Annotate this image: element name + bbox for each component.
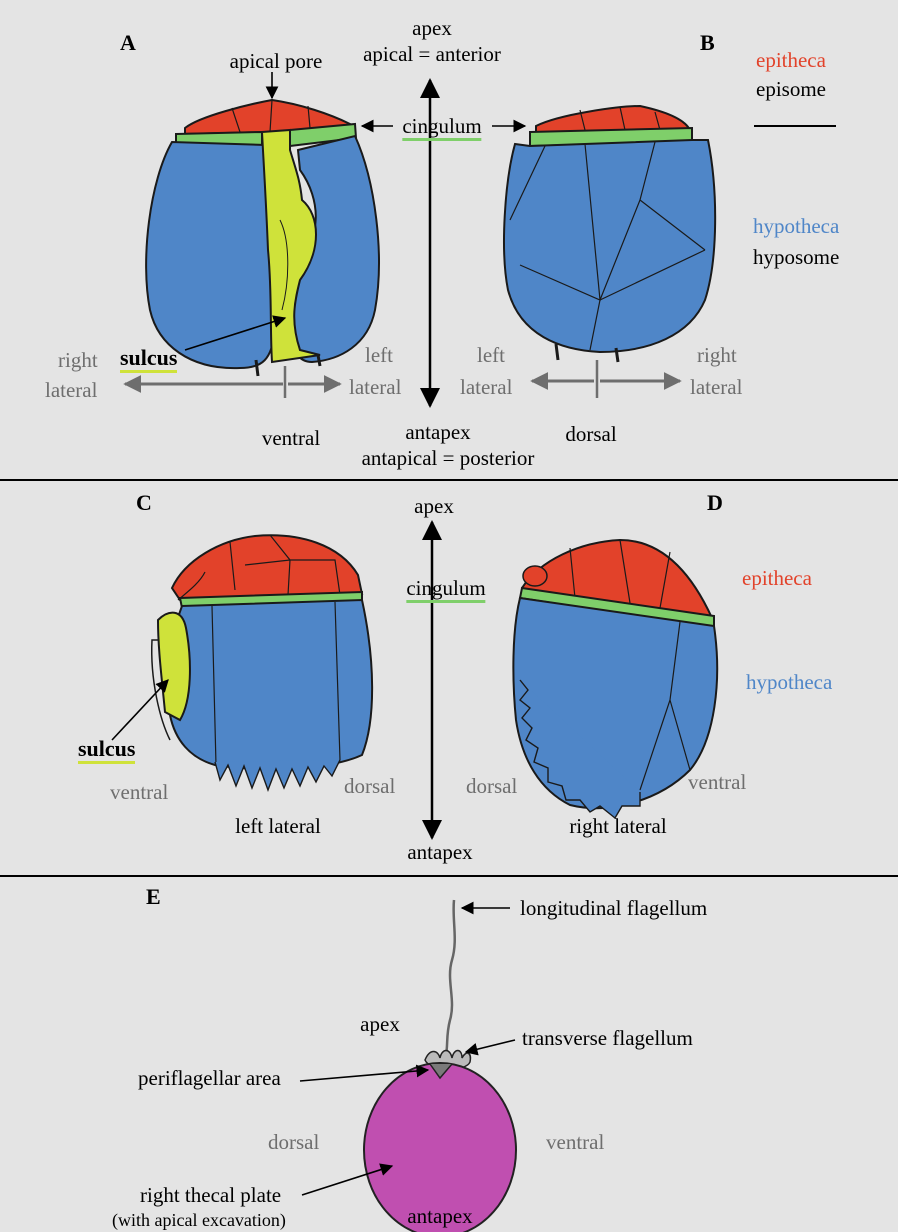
panel-c-sulcus-label: sulcus [78, 738, 135, 764]
axis-mid-antapex: antapex [407, 842, 472, 863]
panel-d-dorsal: dorsal [466, 776, 517, 797]
panel-b-right-2: lateral [690, 377, 742, 398]
axis-mid-apex: apex [414, 496, 454, 517]
panel-c-ventral: ventral [110, 782, 168, 803]
panel-a-right-1: right [58, 350, 98, 371]
panel-c-caption: left lateral [235, 816, 321, 837]
apical-pore-label: apical pore [230, 51, 323, 72]
panel-c-hypotheca [170, 600, 372, 769]
longitudinal-flagellum [446, 900, 455, 1055]
axis-top-apical-anterior: apical = anterior [363, 44, 501, 65]
axis-top-antapex: antapex [405, 422, 470, 443]
panel-d-epitheca: epitheca [742, 568, 812, 589]
legend-epitheca: epitheca [756, 50, 826, 71]
panel-c-cell [152, 535, 372, 790]
panel-c-letter: C [136, 492, 152, 514]
panel-d-ventral: ventral [688, 772, 746, 793]
panel-a-letter: A [120, 32, 136, 54]
panel-b-dorsal: dorsal [565, 424, 616, 445]
panel-a-ventral: ventral [262, 428, 320, 449]
panel-e-antapex: antapex [407, 1206, 472, 1227]
panel-b-cell [504, 106, 715, 362]
panel-a-right-2: lateral [45, 380, 97, 401]
label-transverse-flagellum: transverse flagellum [522, 1028, 693, 1049]
cingulum-label-mid: cingulum [406, 578, 485, 603]
axis-top-antapical-posterior: antapical = posterior [362, 448, 535, 469]
label-longitudinal-flagellum: longitudinal flagellum [520, 898, 707, 919]
panel-a-left-1: left [365, 345, 393, 366]
panel-b-hypotheca [504, 140, 715, 352]
panel-c-sulcus [158, 613, 190, 720]
panel-e-apex: apex [360, 1014, 400, 1035]
panel-d-letter: D [707, 492, 723, 514]
panel-d-hypotheca: hypotheca [746, 672, 832, 693]
panel-b-letter: B [700, 32, 715, 54]
legend-hyposome: hyposome [753, 247, 839, 268]
cingulum-label-top: cingulum [402, 116, 481, 141]
axis-top-apex: apex [412, 18, 452, 39]
panel-a-sulcus-label: sulcus [120, 347, 177, 373]
panel-b-left-1: left [477, 345, 505, 366]
panel-b-left-2: lateral [460, 377, 512, 398]
arrow-transverse-flagellum [466, 1040, 515, 1052]
panel-c-epitheca [172, 535, 362, 600]
legend-episome: episome [756, 79, 826, 100]
legend-hypotheca: hypotheca [753, 216, 839, 237]
panel-e-letter: E [146, 886, 161, 908]
panel-e-ventral: ventral [546, 1132, 604, 1153]
panel-e-dorsal: dorsal [268, 1132, 319, 1153]
label-apical-excavation: (with apical excavation) [112, 1211, 286, 1229]
label-periflagellar-area: periflagellar area [138, 1068, 281, 1089]
panel-b-right-1: right [697, 345, 737, 366]
panel-d-caption: right lateral [569, 816, 666, 837]
panel-a-cell [146, 100, 379, 376]
label-right-thecal-plate: right thecal plate [140, 1185, 281, 1206]
panel-c-dorsal: dorsal [344, 776, 395, 797]
panel-a-hypotheca-left [146, 142, 275, 368]
panel-a-left-2: lateral [349, 377, 401, 398]
panel-d-cell [513, 540, 717, 818]
